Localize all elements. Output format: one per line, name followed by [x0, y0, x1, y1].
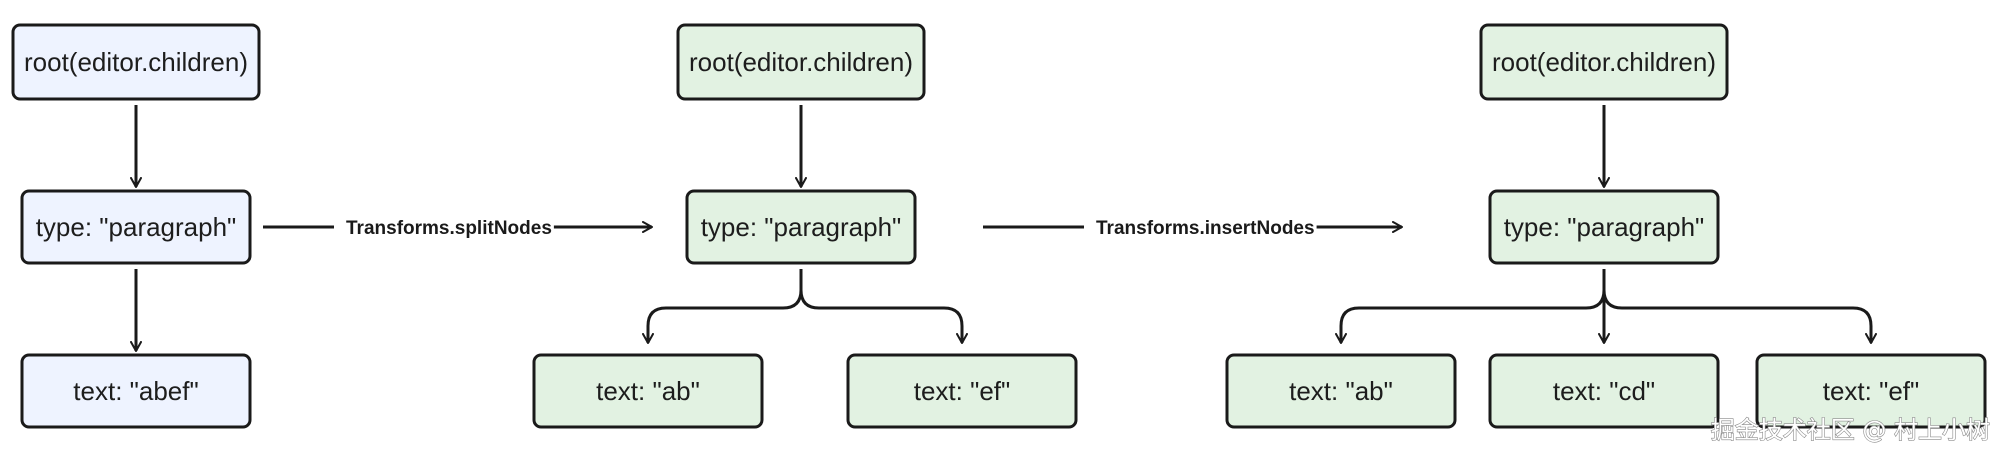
tree-1-paragraph-node: type: "paragraph"	[20, 189, 252, 265]
tree-1-root-node-label: root(editor.children)	[24, 47, 248, 77]
tree-3-text-node-3-label: text: "ef"	[1823, 376, 1920, 406]
tree-2-root-node-box	[676, 23, 926, 101]
tree-3-paragraph-node: type: "paragraph"	[1488, 189, 1720, 265]
tree-3-text-node-2-label: text: "cd"	[1553, 376, 1655, 406]
transition-1-label: Transforms.splitNodes	[346, 218, 552, 239]
tree-1-root-node-box	[11, 23, 261, 101]
tree-2-branch-arrow-0	[642, 269, 803, 344]
transition-2-label: Transforms.insertNodes	[1096, 218, 1315, 239]
tree-3-text-node-1-box	[1225, 353, 1457, 429]
tree-3-paragraph-node-box	[1488, 189, 1720, 265]
tree-3-root-node-box	[1479, 23, 1729, 101]
tree-3-root-node-label: root(editor.children)	[1492, 47, 1716, 77]
tree-3-text-node-3: text: "ef"	[1755, 353, 1987, 429]
tree-2-text-node-1-box	[532, 353, 764, 429]
tree-1-text-node-1: text: "abef"	[20, 353, 252, 429]
tree-3-root-node: root(editor.children)	[1479, 23, 1729, 101]
tree-2-text-node-2: text: "ef"	[846, 353, 1078, 429]
tree-1-root-node: root(editor.children)	[11, 23, 261, 101]
tree-3-paragraph-node-label: type: "paragraph"	[1504, 212, 1705, 242]
label-layer: Transforms.splitNodes Transforms.insertNo…	[346, 218, 1315, 239]
tree-3-text-node-2-box	[1488, 353, 1720, 429]
tree-1-paragraph-node-label: type: "paragraph"	[36, 212, 237, 242]
tree-3-text-node-1: text: "ab"	[1225, 353, 1457, 429]
tree-2-paragraph-node-box	[685, 189, 917, 265]
edge-layer	[130, 105, 1877, 352]
tree-2-text-node-1-label: text: "ab"	[596, 376, 700, 406]
tree-3-text-node-3-box	[1755, 353, 1987, 429]
tree-2-paragraph-node-label: type: "paragraph"	[701, 212, 902, 242]
tree-3-text-node-2: text: "cd"	[1488, 353, 1720, 429]
tree-2-text-node-2-label: text: "ef"	[914, 376, 1011, 406]
tree-1-text-node-1-box	[20, 353, 252, 429]
watermark: 掘金技术社区 @ 村上小树	[1711, 416, 1990, 444]
tree-2-paragraph-node: type: "paragraph"	[685, 189, 917, 265]
tree-2-text-node-1: text: "ab"	[532, 353, 764, 429]
tree-1-paragraph-node-box	[20, 189, 252, 265]
tree-3-branch-arrow-2	[1602, 269, 1877, 344]
tree-3-text-node-1-label: text: "ab"	[1289, 376, 1393, 406]
tree-2-text-node-2-box	[846, 353, 1078, 429]
tree-3-branch-arrow-0	[1335, 269, 1606, 344]
tree-2-branch-arrow-1	[799, 269, 968, 344]
node-layer: root(editor.children) type: "paragraph" te…	[11, 23, 1987, 429]
tree-2-root-node-label: root(editor.children)	[689, 47, 913, 77]
tree-2-root-node: root(editor.children)	[676, 23, 926, 101]
tree-1-text-node-1-label: text: "abef"	[73, 376, 198, 406]
